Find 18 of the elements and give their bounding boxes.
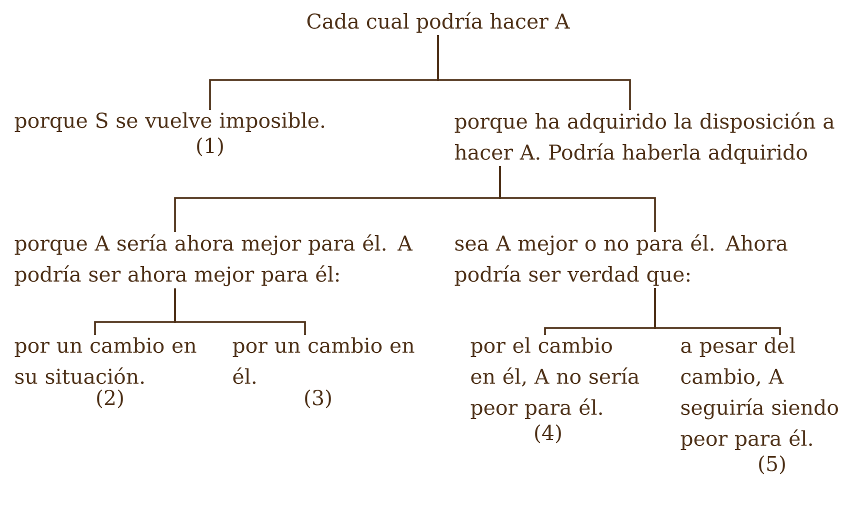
number-label: (5) bbox=[759, 455, 785, 474]
tree-connector bbox=[174, 288, 306, 335]
tree-connector bbox=[437, 35, 631, 110]
node-text: por un cambio en él. bbox=[232, 337, 414, 384]
node-text: sea A mejor o no para él. Ahora podría ser verdad que: bbox=[454, 234, 788, 286]
node-text: a pesar del cambio, A seguiría siendo peor para él. bbox=[680, 337, 838, 450]
node-text: porque ha adquirido la disposición a hacer A. Podría haberla adquirido bbox=[454, 112, 834, 164]
tree-connector bbox=[499, 166, 656, 232]
node-text: por un cambio en su situación. bbox=[14, 337, 196, 384]
node-text: porque S se vuelve imposible. bbox=[14, 112, 324, 132]
number-label: (3) bbox=[305, 389, 331, 408]
tree-connector bbox=[654, 288, 781, 335]
node-text: por el cambio en él, A no sería peor para él. bbox=[470, 337, 640, 420]
node-text: porque A sería ahora mejor para él. A podría ser ahora mejor para él: bbox=[14, 234, 413, 286]
number-label: (2) bbox=[97, 389, 123, 408]
node-text: Cada cual podría hacer A bbox=[307, 12, 570, 33]
number-label: (1) bbox=[197, 137, 223, 156]
number-label: (4) bbox=[535, 424, 561, 444]
